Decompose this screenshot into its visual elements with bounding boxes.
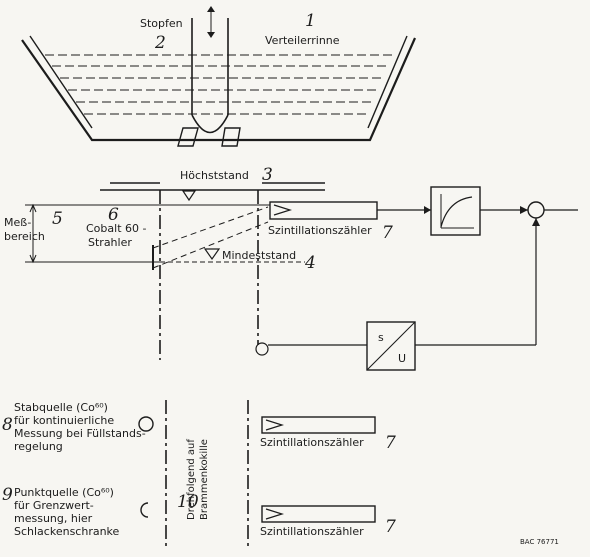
messbereich-dimension: [29, 203, 37, 264]
num-6: 6: [108, 205, 119, 225]
num-2: 2: [154, 33, 166, 53]
scintillation-counter-top: [269, 201, 378, 220]
mindeststand-label: Mindeststand: [222, 249, 296, 262]
converter-u-label: U: [398, 352, 406, 365]
num-9: 9: [2, 485, 13, 505]
num-7a: 7: [382, 223, 393, 243]
verteilerrinne-label: Verteilerrinne: [265, 34, 340, 47]
converter-box: [366, 321, 416, 371]
stab-label-2: für kontinuierliche: [14, 414, 114, 427]
num-3: 3: [262, 165, 273, 185]
messbereich-label-2: bereich: [4, 230, 45, 243]
stab-label-3: Messung bei Füllstands-: [14, 427, 146, 440]
punkt-label-3: messung, hier: [14, 512, 93, 525]
point-source-symbol: [140, 502, 149, 518]
stab-label-4: regelung: [14, 440, 63, 453]
converter-s-label: s: [378, 331, 384, 344]
arrow-feedback: [532, 218, 540, 226]
stopfen-label: Stopfen: [140, 17, 183, 30]
cobalt-label-2: Strahler: [88, 236, 132, 249]
num-10: 10: [177, 492, 199, 512]
vertical-label-2: Brammenkokille: [199, 439, 210, 520]
num-1: 1: [305, 11, 316, 31]
num-7c: 7: [385, 517, 396, 537]
tundish: [21, 35, 417, 142]
hoechststand-marker: [181, 190, 197, 202]
arrow-to-filter: [424, 206, 431, 214]
mould-wall-left: [159, 190, 167, 550]
num-4: 4: [304, 253, 316, 273]
hoechststand-label: Höchststand: [180, 169, 249, 182]
stab-label-1: Stabquelle (Co⁶⁰): [14, 401, 108, 414]
figure-code: BAC 76771: [520, 538, 559, 546]
num-8: 8: [2, 415, 13, 435]
punkt-label-1: Punktquelle (Co⁶⁰): [14, 486, 114, 499]
scintillation-counter-bottom: [261, 505, 376, 523]
stopper-rod: [191, 6, 229, 134]
arrow-to-junction: [520, 206, 528, 214]
num-5: 5: [52, 209, 63, 229]
vertical-label-1: Drehfolgend auf: [186, 439, 197, 520]
messbereich-label-1: Meß-: [4, 216, 31, 229]
punkt-label-4: Schlackenschranke: [14, 525, 120, 538]
num-7b: 7: [385, 433, 396, 453]
mould-wall-right: [247, 190, 259, 550]
signal-path: [268, 209, 578, 346]
scintillation-counter-middle: [261, 416, 376, 434]
szint-label-3: Szintillationszähler: [260, 525, 364, 538]
summing-junction: [527, 201, 545, 219]
radiation-beam: [152, 206, 269, 269]
punkt-label-2: für Grenzwert-: [14, 499, 94, 512]
szint-label-2: Szintillationszähler: [260, 436, 364, 449]
level-reference-lines: [25, 204, 305, 263]
szint-label-1: Szintillationszähler: [268, 224, 372, 237]
nozzle: [177, 127, 241, 147]
rod-source-symbol: [138, 416, 154, 432]
filter-box: [430, 186, 481, 236]
mould-top-plates: [100, 182, 325, 191]
cobalt-label-1: Cobalt 60 -: [86, 222, 146, 235]
point-source-circle-top: [255, 342, 269, 356]
mindeststand-marker: [203, 248, 221, 261]
melt-level-lines: [45, 54, 395, 115]
